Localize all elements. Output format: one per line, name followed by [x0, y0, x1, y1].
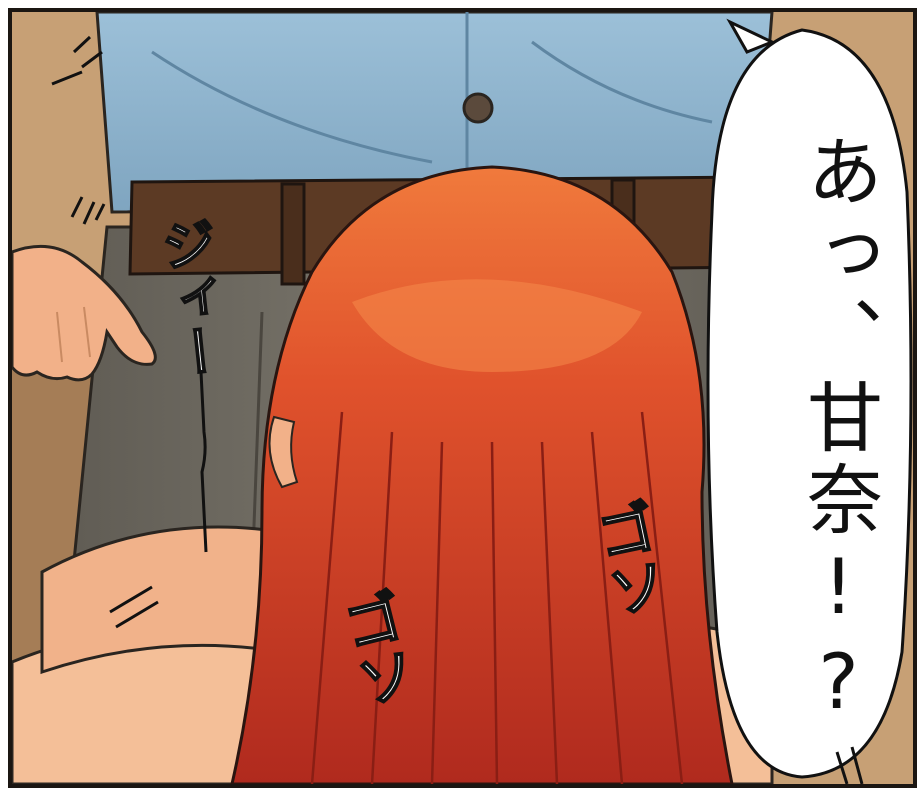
- hand-finger-line: [56, 311, 63, 363]
- hand: [12, 244, 157, 382]
- shirt-fold: [151, 50, 433, 164]
- speech-bubble: [706, 28, 913, 779]
- zip-sound-line: [198, 351, 208, 553]
- speech-bubble-text: あっ、甘奈!?: [794, 132, 883, 732]
- belt-loop: [280, 182, 306, 286]
- manga-panel: あっ、甘奈!? ジィー ゴソ ゴソ: [8, 8, 917, 788]
- hair-strands: [310, 411, 684, 784]
- sound-effect-zip: ジィー: [149, 213, 231, 383]
- impact-marks: [51, 35, 864, 784]
- hair-highlight: [352, 279, 642, 372]
- shirt-button: [462, 92, 494, 124]
- speech-bubble-tail: [726, 18, 776, 54]
- ear: [268, 415, 299, 489]
- shirt-fold: [531, 40, 713, 124]
- hand-finger-line: [83, 306, 91, 358]
- panel-artwork: [12, 12, 913, 784]
